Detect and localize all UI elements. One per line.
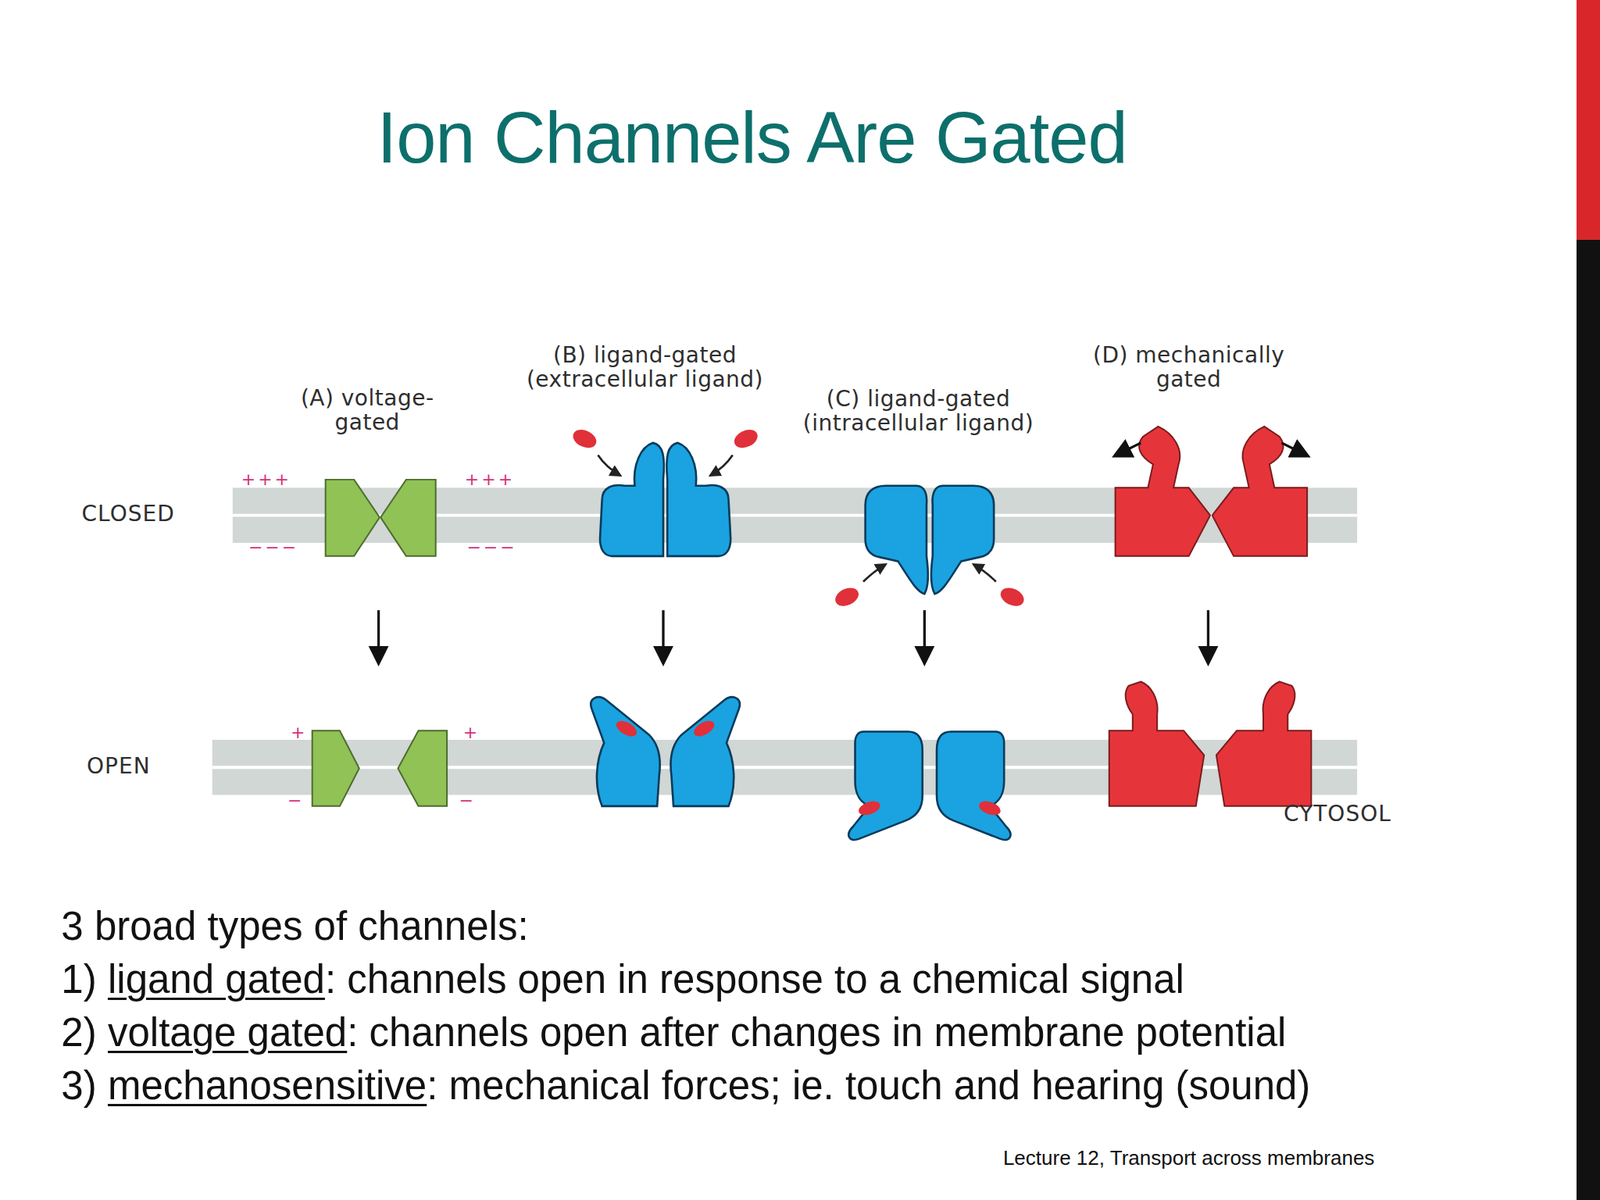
definition: : mechanical forces; ie. touch and heari… xyxy=(426,1063,1311,1108)
voltage-channel-closed xyxy=(325,479,380,557)
ligand-channel-open xyxy=(936,731,1011,840)
definition: : channels open after changes in membran… xyxy=(346,1010,1286,1055)
charge-sign: + xyxy=(463,723,480,743)
transition-arrow xyxy=(377,610,380,661)
binding-arrow xyxy=(863,564,886,582)
ligand xyxy=(570,426,600,452)
ligand xyxy=(832,584,861,610)
region-label: CYTOSOL xyxy=(1283,800,1392,825)
voltage-channel-open xyxy=(397,730,447,807)
term: voltage gated xyxy=(107,1010,347,1055)
text-line: 3 broad types of channels: xyxy=(60,902,529,951)
ligand-channel-open xyxy=(848,731,922,840)
state-label: CLOSED xyxy=(81,500,175,525)
channel-type-label: (A) voltage- gated xyxy=(272,385,462,435)
transition-arrow xyxy=(923,610,926,661)
accent-bar-red xyxy=(1576,0,1600,240)
text-line: 3)mechanosensitive: mechanical forces; i… xyxy=(60,1061,1311,1111)
slide-title: Ion Channels Are Gated xyxy=(205,94,1300,181)
charge-sign: + xyxy=(290,723,308,743)
binding-arrow xyxy=(597,455,621,476)
accent-bar-black xyxy=(1576,239,1600,1200)
force-arrow xyxy=(1116,442,1141,456)
charge-sign: −−− xyxy=(248,538,299,558)
mechanical-channel-closed xyxy=(1115,426,1211,557)
charge-sign: +++ xyxy=(464,470,515,490)
ligand-channel-open xyxy=(671,696,740,806)
definition: : channels open in response to a chemica… xyxy=(325,957,1185,1002)
ligand-channel-closed xyxy=(865,485,929,594)
voltage-channel-open xyxy=(312,730,360,807)
list-number: 2) xyxy=(60,1010,97,1055)
mechanical-channel-closed xyxy=(1212,426,1308,557)
charge-sign: +++ xyxy=(241,470,292,490)
term: mechanosensitive xyxy=(107,1063,427,1108)
mechanical-channel-open xyxy=(1109,681,1204,806)
term: ligand gated xyxy=(107,957,325,1002)
list-number: 3) xyxy=(60,1063,97,1108)
charge-sign: − xyxy=(287,791,304,811)
footer-note: Lecture 12, Transport across membranes xyxy=(1003,1146,1375,1170)
list-number: 1) xyxy=(60,957,97,1002)
binding-arrow xyxy=(973,564,997,582)
state-label: OPEN xyxy=(86,753,151,778)
force-arrow xyxy=(1281,442,1306,456)
charge-sign: −−− xyxy=(466,538,517,558)
channel-type-label: (B) ligand-gated (extracellular ligand) xyxy=(519,342,770,392)
ligand xyxy=(691,717,718,740)
voltage-channel-closed xyxy=(380,479,436,557)
ligand-channel-closed xyxy=(666,442,731,557)
text-line: 1)ligand gated: channels open in respons… xyxy=(60,955,1185,1004)
ligand-channel-closed xyxy=(931,485,994,594)
ligand xyxy=(614,717,640,740)
charge-sign: − xyxy=(458,791,475,811)
binding-arrow xyxy=(710,455,733,476)
channel-type-label: (C) ligand-gated (intracellular ligand) xyxy=(793,386,1044,436)
ligand-channel-closed xyxy=(600,442,665,557)
ligand xyxy=(731,426,761,452)
transition-arrow xyxy=(1207,610,1210,661)
channel-type-label: (D) mechanically gated xyxy=(1064,342,1315,392)
ligand xyxy=(857,798,883,818)
text-line: 2)voltage gated: channels open after cha… xyxy=(60,1008,1286,1058)
mechanical-channel-open xyxy=(1216,681,1311,806)
ligand xyxy=(977,798,1003,818)
transition-arrow xyxy=(661,610,665,661)
ligand-channel-open xyxy=(590,696,660,806)
body-text: 3 broad types of channels: xyxy=(60,903,529,949)
ligand xyxy=(997,584,1027,610)
